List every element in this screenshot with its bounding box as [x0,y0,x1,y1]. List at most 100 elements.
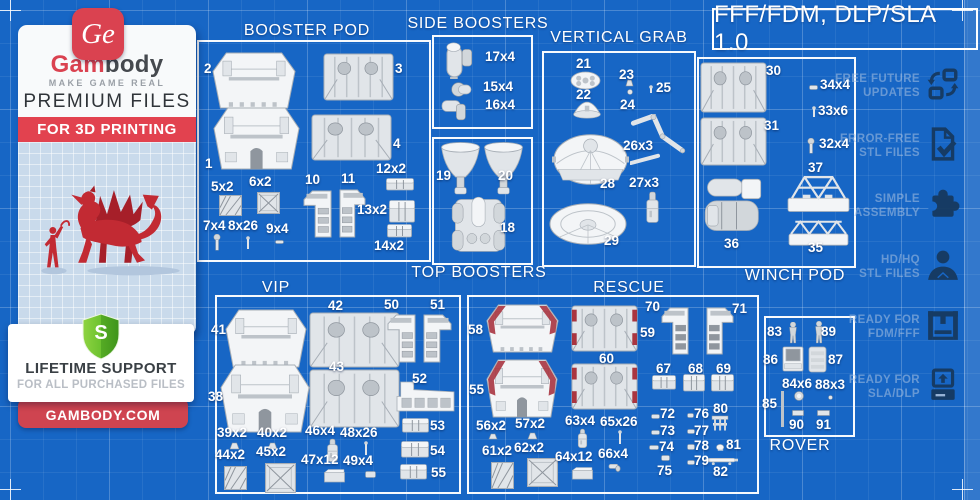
part-rover-91 [817,410,830,416]
part-label-vertical-grab-28: 28 [600,176,616,191]
part-label-vip-40x2: 40x2 [257,425,288,440]
part-label-booster-pod-11: 11 [341,171,356,186]
support-banner: LIFETIME SUPPORT FOR ALL PURCHASED FILES [8,324,194,402]
registration-mark [952,0,973,21]
feature-label-line2: SLA/DLP [868,388,920,400]
dragon-zone: DIORAMA IN SCALE 1:32, 1:64 [18,142,196,335]
part-side-boosters-15x4 [451,82,472,97]
part-label-rescue-73: 73 [660,423,676,438]
part-label-rescue-78: 78 [694,438,710,453]
part-label-rescue-72: 72 [660,406,676,421]
part-rover-88x3 [828,395,833,400]
brand-tagline: MAKE GAME REAL [48,78,166,88]
part-rescue-62x2 [526,457,559,488]
part-label-rover-88x3: 88x3 [815,377,846,392]
part-label-rescue-82: 82 [713,464,729,479]
part-label-rescue-66x4: 66x4 [598,446,629,461]
part-label-winch-pod-31: 31 [764,118,780,133]
part-label-vip-45x2: 45x2 [256,444,287,459]
part-label-rescue-79: 79 [694,453,710,468]
part-vip-44x2 [224,466,247,490]
part-label-rescue-61x2: 61x2 [482,443,513,458]
part-booster-pod-4 [311,114,392,161]
part-label-vip-51: 51 [430,297,446,312]
part-booster-pod-7x4 [213,233,221,251]
part-rescue-61x2 [491,462,514,489]
part-label-rescue-68: 68 [688,361,704,376]
part-label-booster-pod-1: 1 [205,156,213,171]
part-booster-pod-2 [212,52,296,109]
part-vip-55 [400,464,427,480]
part-rescue-66x4 [608,463,622,472]
part-label-booster-pod-3: 3 [395,61,403,76]
part-booster-pod-8x26 [246,236,250,250]
part-vertical-grab-25 [649,85,653,94]
part-rover-83 [788,321,798,344]
part-rescue-70 [661,307,689,355]
part-label-winch-pod-37: 37 [808,160,824,175]
part-booster-pod-6x2 [256,191,281,215]
part-rover-85 [781,391,784,427]
part-label-rescue-75: 75 [657,463,673,478]
part-label-rover-91: 91 [816,417,832,432]
part-label-rescue-59: 59 [640,325,656,340]
part-vip-53 [402,418,429,433]
part-label-rescue-57x2: 57x2 [515,416,546,431]
part-label-vip-49x4: 49x4 [343,453,374,468]
part-vertical-grab-22 [573,100,601,119]
support-title: LIFETIME SUPPORT [25,360,177,377]
part-rescue-59 [571,305,638,352]
part-label-rescue-70: 70 [645,299,661,314]
part-label-side-boosters-17x4: 17x4 [485,49,516,64]
version-title-box: FFF/FDM, DLP/SLA 1.0 [712,1,978,56]
shield-letter: S [94,322,108,344]
part-booster-pod-3 [323,53,394,101]
part-rescue-76 [687,413,694,418]
part-rover-90 [792,410,804,416]
part-vip-46x4 [326,438,339,462]
feature-label-line1: ERROR-FREE [839,133,920,145]
part-label-vip-55: 55 [431,465,447,480]
part-label-booster-pod-10: 10 [305,172,321,187]
part-winch-pod-33x6 [812,106,816,118]
section-title-side-boosters: SIDE BOOSTERS [407,15,549,32]
part-rescue-81 [716,444,725,451]
part-top-boosters-19 [440,142,481,195]
part-label-vip-41: 41 [211,322,227,337]
part-label-rescue-60: 60 [599,351,615,366]
section-title-top-boosters: TOP BOOSTERS [411,264,547,281]
part-rescue-56x2 [488,433,498,440]
part-rescue-60 [571,363,638,410]
part-label-winch-pod-35: 35 [808,240,824,255]
part-label-winch-pod-30: 30 [766,63,782,78]
part-vip-45x2 [264,462,297,494]
registration-mark [952,479,973,500]
puzzle-icon [926,187,960,221]
part-label-booster-pod-14x2: 14x2 [374,238,405,253]
part-label-vertical-grab-26x3: 26x3 [623,138,654,153]
part-label-rescue-69: 69 [716,361,732,376]
part-label-vip-50: 50 [384,297,400,312]
part-vip-54 [401,441,429,458]
part-label-booster-pod-5x2: 5x2 [211,179,234,194]
part-rescue-57x2 [527,432,538,440]
part-label-vip-38: 38 [208,389,224,404]
part-label-rover-83: 83 [767,324,783,339]
part-label-vip-54: 54 [430,443,446,458]
part-rescue-73 [651,430,660,435]
printer-fdm-icon [926,308,960,342]
part-vertical-grab-26x3 [629,112,686,165]
part-rescue-69 [711,374,734,392]
feature-label-line2: STL FILES [859,268,920,280]
part-label-winch-pod-36: 36 [724,236,740,251]
part-booster-pod-11 [339,189,366,238]
support-shield-icon: S [82,313,120,360]
premium-files-label: PREMIUM FILES [23,91,191,112]
